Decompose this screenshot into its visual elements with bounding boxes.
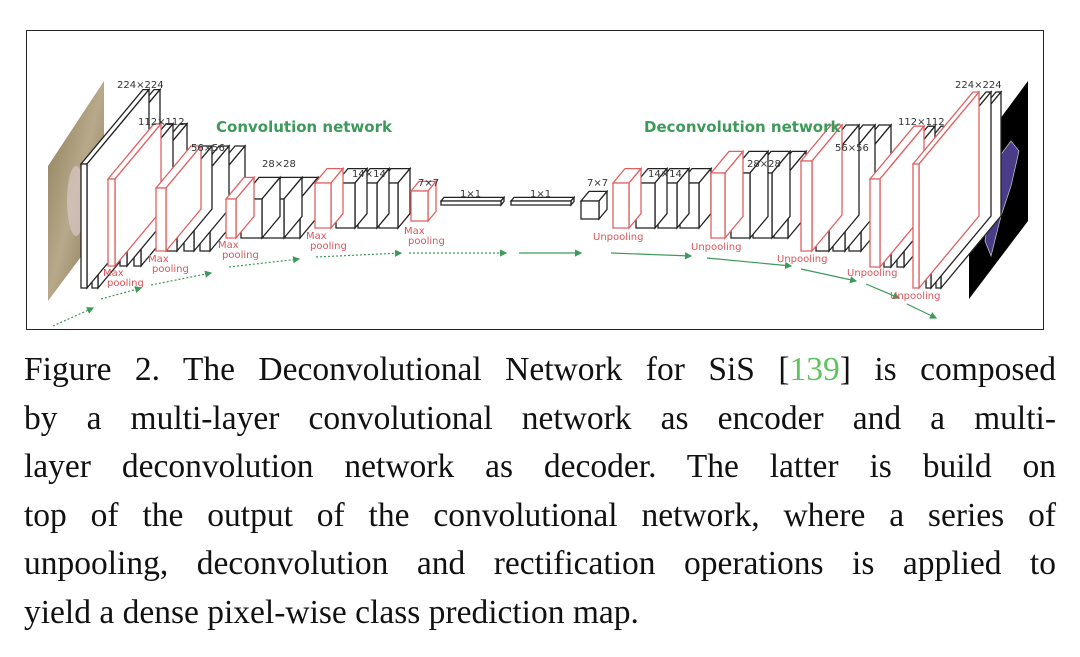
caption-line: unpooling, deconvolution and rectificati… <box>24 545 1056 582</box>
caption-line: by a multi-layer convolutional network a… <box>24 399 1056 437</box>
flow-arrow <box>315 249 403 258</box>
caption-line: yield a dense pixel-wise class predictio… <box>24 593 639 631</box>
flow-arrows <box>52 249 938 327</box>
flow-arrow <box>52 307 95 327</box>
size-label: 28×28 <box>262 159 296 170</box>
size-label: 224×224 <box>955 80 1002 91</box>
svg-text:Max: Max <box>218 240 239 251</box>
unpooling-label: Unpooling <box>593 232 643 243</box>
size-label: 224×224 <box>117 80 164 91</box>
size-label: 14×14 <box>352 169 386 180</box>
svg-text:Max: Max <box>148 254 169 265</box>
size-label: 1×1 <box>460 189 481 200</box>
conv-layer <box>579 189 609 221</box>
conv-layer <box>634 166 669 230</box>
unpooling-label: Unpooling <box>691 242 741 253</box>
deconvnet-diagram: Convolution network Deconvolution networ… <box>48 80 1028 327</box>
unpooling-label: Unpooling <box>847 268 897 279</box>
caption-line: layer deconvolution network as decoder. … <box>24 448 1056 485</box>
pooling-layer <box>709 149 745 240</box>
svg-text:pooling: pooling <box>107 278 144 289</box>
citation-link[interactable]: 139 <box>789 351 840 388</box>
pooling-layer <box>313 166 345 230</box>
svg-text:pooling: pooling <box>152 264 189 275</box>
pooling-layer <box>154 144 203 253</box>
pooling-layer <box>409 179 438 223</box>
conv-network-title: Convolution network <box>216 118 393 136</box>
flow-arrow <box>906 303 938 319</box>
unpooling-label: Unpooling <box>777 254 827 265</box>
svg-text:Max: Max <box>103 268 124 279</box>
size-label: 28×28 <box>747 159 781 170</box>
size-label: 56×56 <box>835 143 869 154</box>
size-label: 1×1 <box>530 189 551 200</box>
pooling-layer <box>799 123 844 253</box>
svg-text:pooling: pooling <box>408 236 445 247</box>
size-label: 112×112 <box>138 117 185 128</box>
figure-caption: Figure 2. The Deconvolutional Network fo… <box>24 346 1056 637</box>
svg-text:pooling: pooling <box>222 250 259 261</box>
flow-arrow <box>610 252 693 260</box>
pooling-layer <box>224 175 256 240</box>
fc-layer <box>439 195 506 207</box>
pooling-layer <box>106 122 163 268</box>
layer-blocks <box>79 87 1003 290</box>
size-label: 56×56 <box>191 143 225 154</box>
svg-text:pooling: pooling <box>310 241 347 252</box>
caption-line: top of the output of the convolutional n… <box>24 496 1056 534</box>
fc-layer <box>509 195 576 207</box>
pooling-layer <box>911 90 981 290</box>
svg-text:Max: Max <box>404 226 425 237</box>
size-label: 7×7 <box>587 178 608 189</box>
caption-line: Figure 2. The Deconvolutional Network fo… <box>24 351 1056 388</box>
flow-arrow <box>800 268 858 284</box>
flow-arrow <box>706 257 793 270</box>
size-label: 7×7 <box>418 178 439 189</box>
flow-arrow <box>100 286 143 300</box>
deconv-network-title: Deconvolution network <box>644 118 842 136</box>
figure-frame: Convolution network Deconvolution networ… <box>26 30 1044 330</box>
pooling-layer <box>611 166 643 230</box>
unpooling-label: Unpooling <box>890 291 940 302</box>
flow-arrow <box>865 283 901 299</box>
size-label: 112×112 <box>898 117 945 128</box>
svg-text:Max: Max <box>306 231 327 242</box>
size-label: 14×14 <box>648 169 682 180</box>
